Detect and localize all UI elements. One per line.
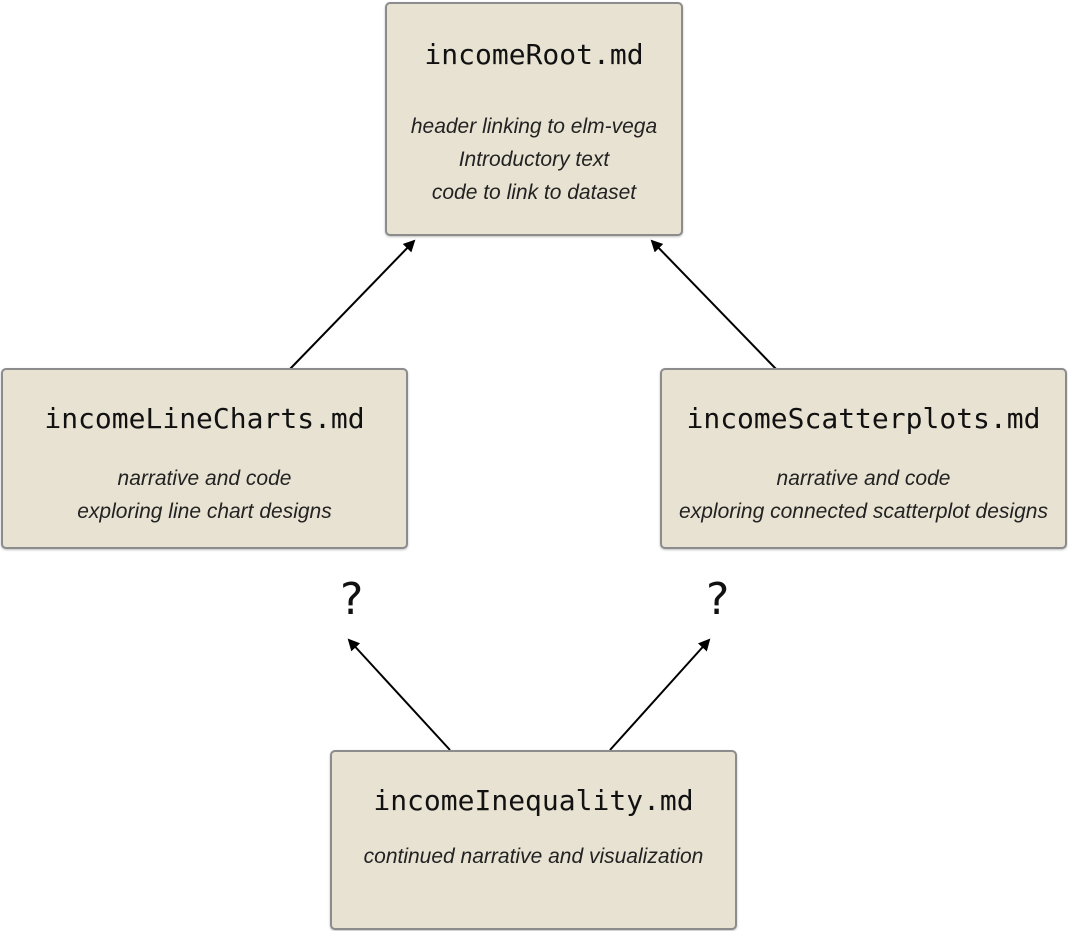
node-title: incomeInequality.md: [373, 784, 694, 817]
question-mark-right: ?: [706, 574, 730, 625]
node-title: incomeLineCharts.md: [44, 402, 365, 435]
description-line: exploring connected scatterplot designs: [679, 500, 1048, 523]
node-description: narrative and code exploring line chart …: [3, 462, 406, 528]
edge-line-charts-to-root: [289, 239, 416, 370]
description-line: Introductory text: [458, 148, 610, 171]
description-line: continued narrative and visualization: [363, 845, 704, 868]
node-income-scatterplots: incomeScatterplots.md narrative and code…: [660, 368, 1067, 549]
description-line: exploring line chart designs: [77, 500, 332, 523]
edge-inequality-to-question-left: [347, 638, 451, 751]
question-mark-left: ?: [340, 574, 364, 625]
description-line: narrative and code: [776, 467, 951, 490]
node-income-inequality: incomeInequality.md continued narrative …: [330, 750, 737, 930]
node-income-root: incomeRoot.md header linking to elm-vega…: [385, 2, 683, 236]
description-line: narrative and code: [117, 467, 292, 490]
node-description: header linking to elm-vega Introductory …: [387, 110, 681, 209]
edge-inequality-to-question-right: [609, 638, 711, 751]
description-line: code to link to dataset: [431, 181, 637, 204]
node-description: narrative and code exploring connected s…: [662, 462, 1065, 528]
node-title: incomeScatterplots.md: [686, 402, 1041, 435]
edge-scatterplots-to-root: [650, 239, 777, 370]
node-income-line-charts: incomeLineCharts.md narrative and code e…: [1, 368, 408, 549]
node-title: incomeRoot.md: [424, 38, 644, 71]
description-line: header linking to elm-vega: [410, 115, 658, 138]
node-description: continued narrative and visualization: [332, 840, 735, 873]
